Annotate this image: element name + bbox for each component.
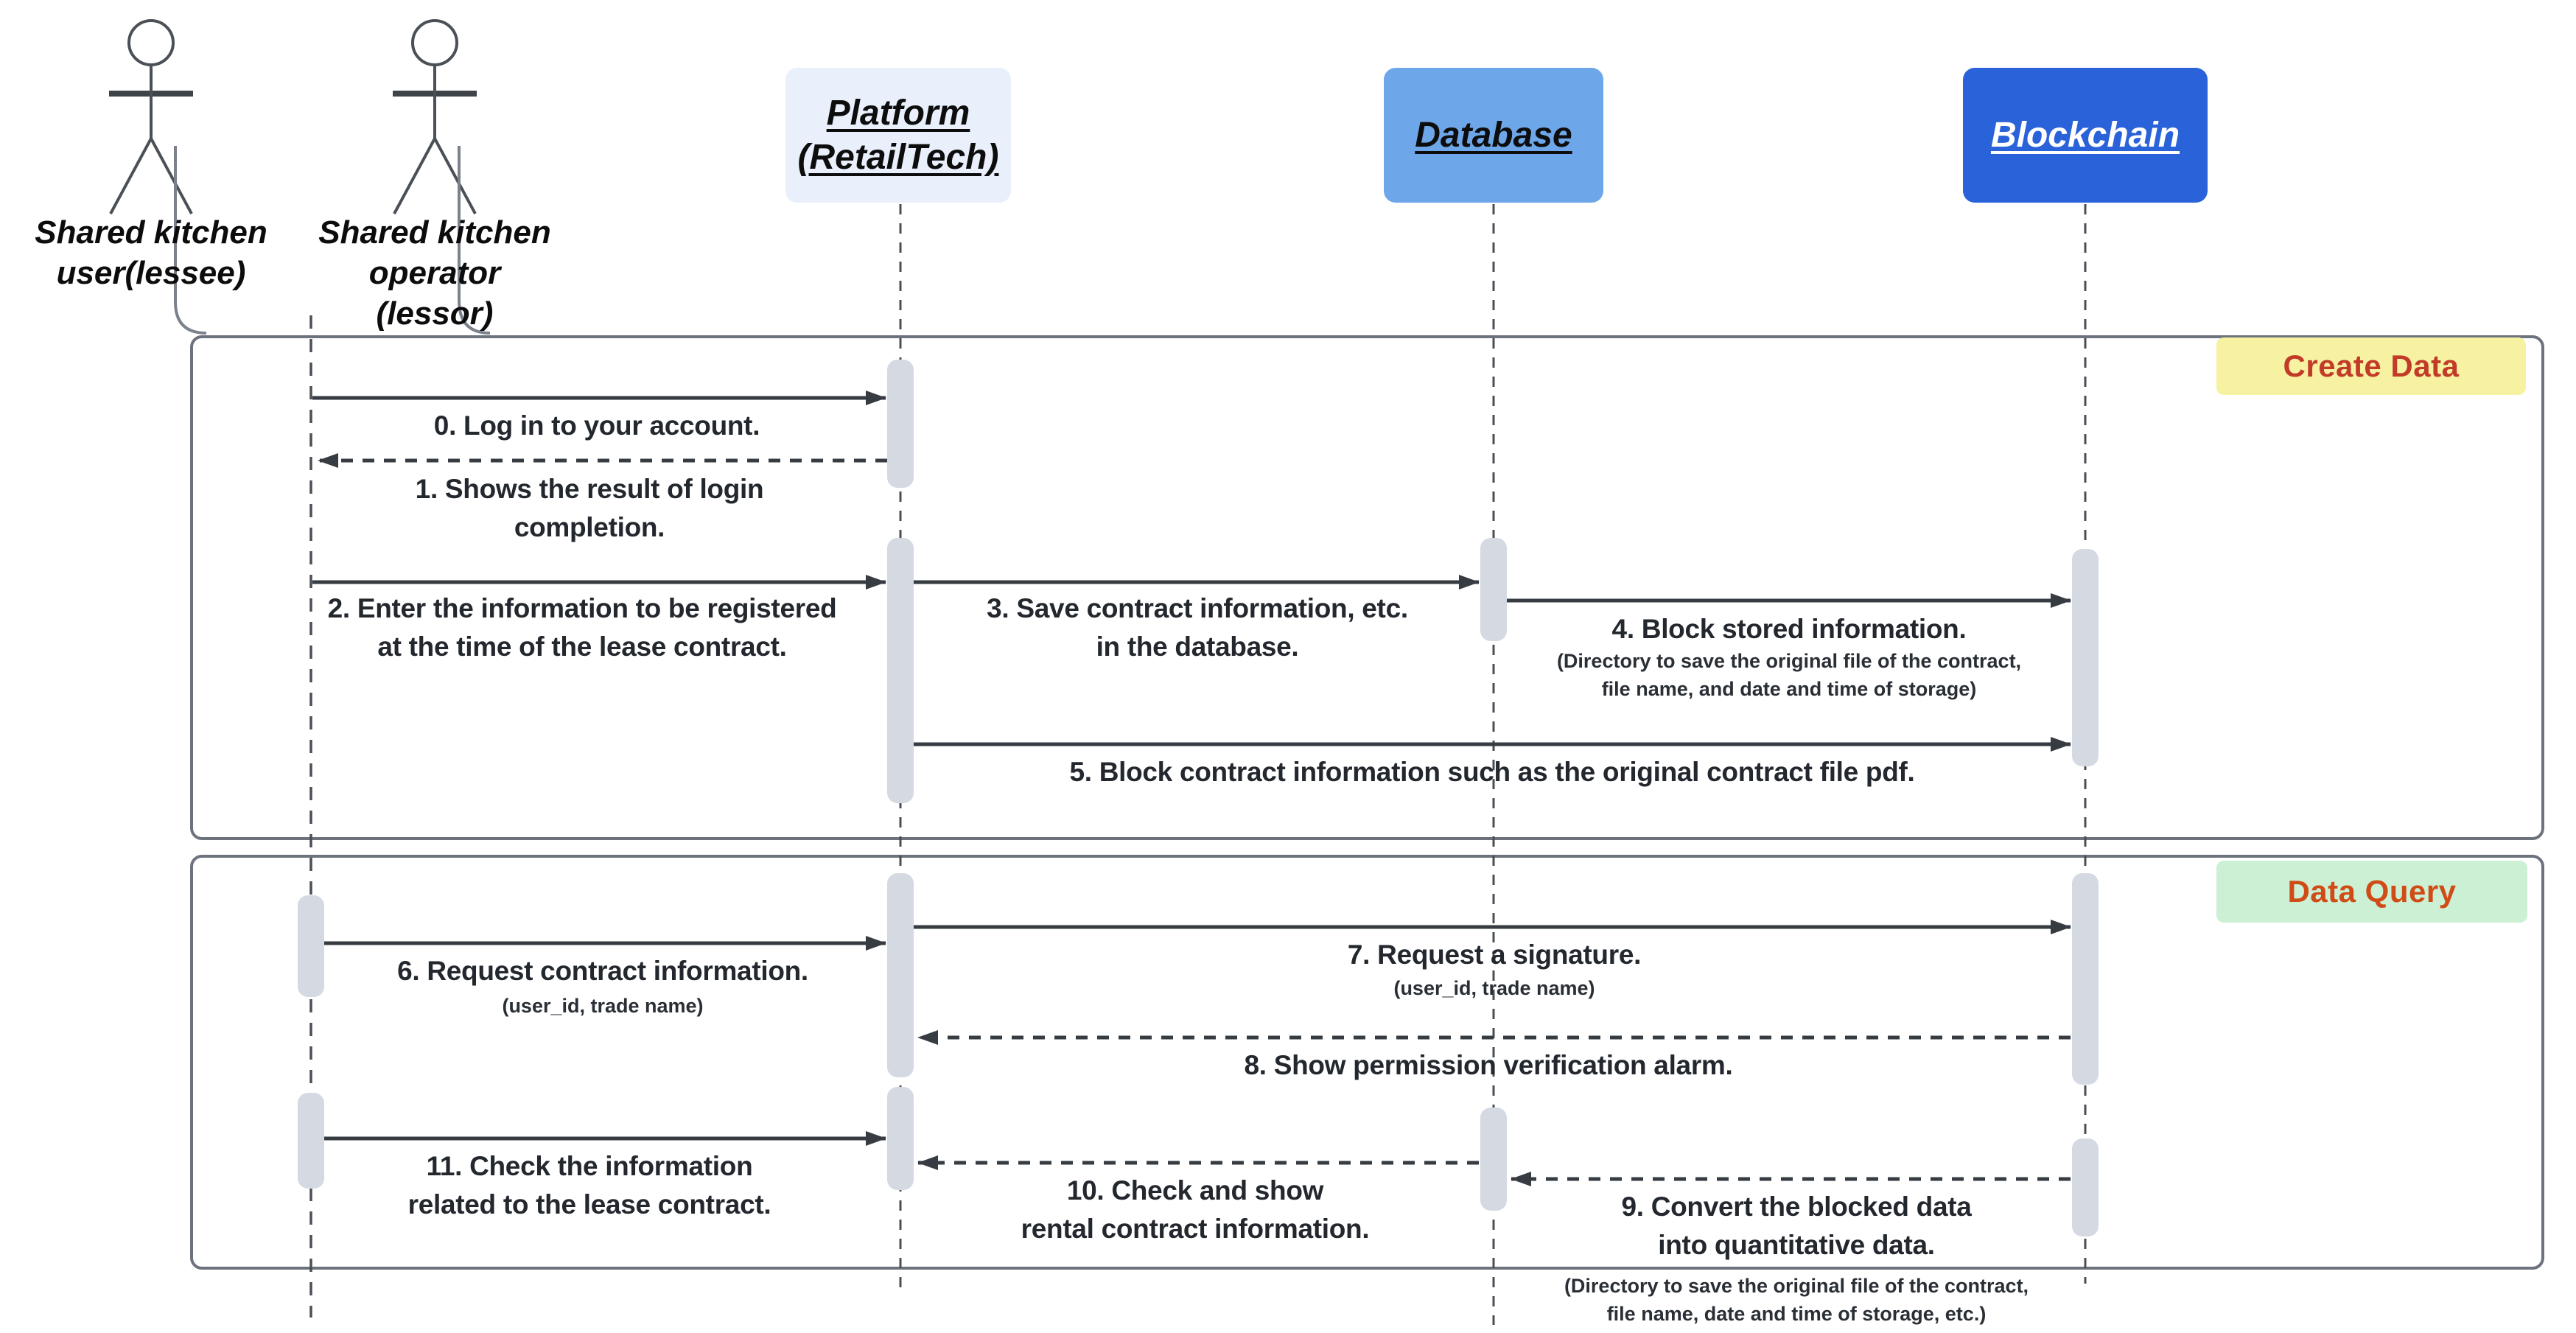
participant-platform-line2: (RetailTech)	[797, 137, 999, 177]
participant-blockchain: Blockchain	[1963, 68, 2208, 203]
participant-database-line1: Database	[1415, 115, 1572, 155]
actor-lessor-label-line3: (lessor)	[376, 295, 494, 332]
message-6-label: 6. Request contract information.	[397, 956, 808, 986]
actor-lessee-leg-right	[150, 138, 193, 214]
message-4-note: (Directory to save the original file of …	[1556, 650, 2022, 700]
message-9-label: 9. Convert the blocked data into quantit…	[1621, 1192, 1972, 1260]
activation-actor-msg6	[298, 895, 324, 997]
actor-figure-lessor	[393, 19, 491, 335]
frame-label-data-query: Data Query	[2216, 861, 2527, 923]
frame-label-create-data: Create Data	[2216, 337, 2526, 395]
actor-lessee-label-line1: Shared kitchen	[35, 214, 267, 251]
activation-blockchain-convert	[2072, 1138, 2099, 1236]
message-0-label: 0. Log in to your account.	[433, 410, 760, 441]
message-8-label: 8. Show permission verification alarm.	[1244, 1050, 1733, 1080]
activation-platform-login	[887, 360, 914, 488]
actor-lessor-leg-left	[393, 138, 436, 214]
message-7-label: 7. Request a signature.	[1347, 940, 1642, 970]
message-2-label: 2. Enter the information to be registere…	[327, 593, 837, 662]
message-3-label: 3. Save contract information, etc. in th…	[987, 593, 1408, 662]
message-5-label: 5. Block contract information such as th…	[1069, 757, 1915, 787]
message-11-label: 11. Check the information related to the…	[407, 1151, 771, 1220]
actor-lessor-label-line1: Shared kitchen	[318, 214, 551, 251]
activation-database-save	[1480, 538, 1507, 641]
message-4-label: 4. Block stored information.	[1611, 614, 1967, 644]
participant-blockchain-line1: Blockchain	[1990, 115, 2180, 155]
frame-create-data	[190, 335, 2544, 840]
frame-data-query	[190, 855, 2544, 1270]
actor-lessee-label-line2: user(lessee)	[56, 255, 246, 291]
activation-platform-register	[887, 538, 914, 803]
actor-lessor-leg-right	[433, 138, 477, 214]
activation-platform-check	[887, 1087, 914, 1190]
actor-lessee-connector	[174, 146, 207, 335]
actor-figure-lessee	[109, 19, 207, 335]
activation-platform-request	[887, 873, 914, 1077]
message-1-label: 1. Shows the result of login completion.	[415, 474, 764, 542]
message-9-note: (Directory to save the original file of …	[1564, 1275, 2029, 1325]
actor-lessee-leg-left	[109, 138, 153, 214]
participant-platform-line1: Platform	[826, 93, 970, 133]
data-query-text: Data Query	[2287, 874, 2457, 909]
actor-lessor-connector	[458, 146, 491, 335]
activation-actor-msg11	[298, 1093, 324, 1189]
actor-lessor-label-line2: operator	[368, 255, 501, 291]
create-data-text: Create Data	[2283, 349, 2460, 383]
participant-database: Database	[1384, 68, 1603, 203]
message-6-note: (user_id, trade name)	[502, 995, 704, 1017]
actor-label-lessee: Shared kitchen user(lessee)	[18, 212, 284, 293]
activation-blockchain-signature	[2072, 873, 2099, 1085]
actor-label-lessor: Shared kitchen operator (lessor)	[302, 212, 567, 334]
activation-database-convert	[1480, 1108, 1507, 1211]
message-10-label: 10. Check and show rental contract infor…	[1021, 1175, 1370, 1244]
message-7-note: (user_id, trade name)	[1393, 977, 1595, 999]
activation-blockchain-block	[2072, 549, 2099, 766]
participant-platform: Platform (RetailTech)	[785, 68, 1011, 203]
